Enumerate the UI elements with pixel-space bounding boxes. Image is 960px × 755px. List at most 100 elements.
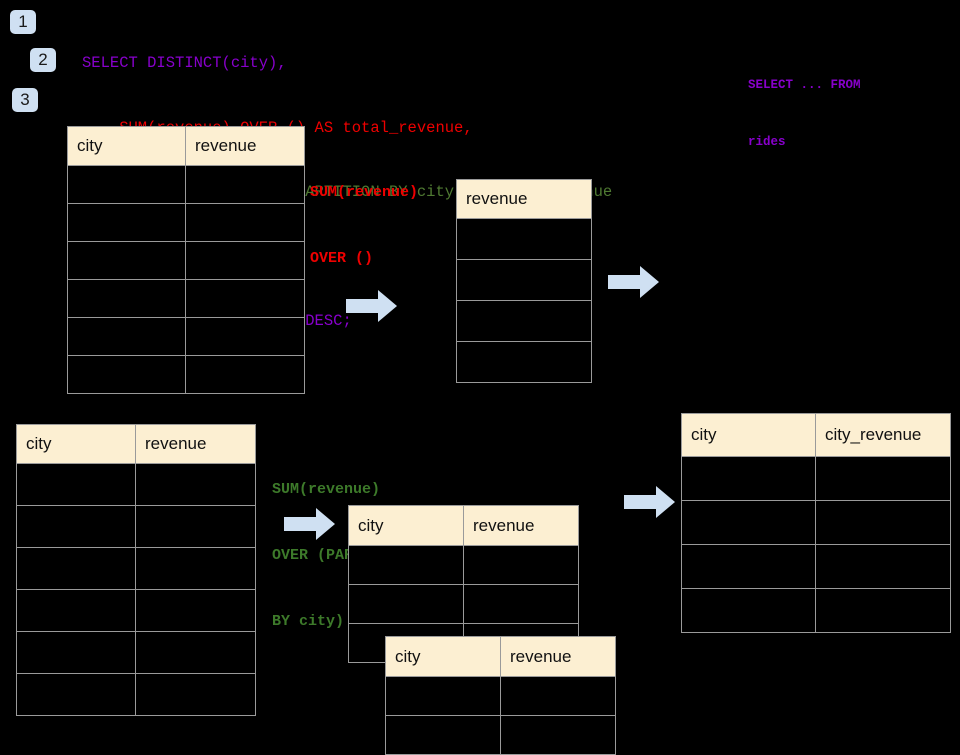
step-badge-1: 1	[10, 10, 36, 34]
diagram-canvas: 1 2 3 SELECT DISTINCT(city), SUM(revenue…	[10, 10, 951, 755]
table-row	[456, 218, 592, 260]
cell-city	[16, 505, 136, 548]
cell-city-revenue	[815, 544, 951, 589]
cell-city	[681, 456, 816, 501]
cell-city-revenue	[815, 500, 951, 545]
cell-city	[16, 631, 136, 674]
arrow-total-to-result	[608, 264, 660, 305]
table-rides-source-top: city revenue	[67, 126, 305, 394]
table-row	[67, 279, 305, 318]
cell-city	[67, 279, 186, 318]
cell-city	[681, 588, 816, 633]
table-row	[67, 355, 305, 394]
table-partition-group-front: city revenue	[385, 636, 616, 755]
table-row	[16, 547, 256, 590]
cell-city	[16, 547, 136, 590]
cell-city	[385, 676, 501, 716]
cell-revenue	[456, 300, 592, 342]
cell-city	[67, 355, 186, 394]
column-header-city: city	[681, 413, 816, 457]
annotation-total-revenue-line-2: OVER ()	[310, 250, 374, 267]
cell-revenue	[135, 463, 256, 506]
side-caption-line-2: rides	[748, 135, 786, 149]
table-header-row: city revenue	[385, 636, 616, 677]
cell-city	[348, 545, 464, 585]
annotation-city-revenue-line-3: BY city)	[272, 613, 345, 630]
cell-revenue	[456, 259, 592, 301]
table-header-row: city revenue	[16, 424, 256, 464]
table-row	[681, 500, 951, 545]
table-row	[456, 341, 592, 383]
table-row	[16, 673, 256, 716]
cell-city	[16, 463, 136, 506]
table-row	[67, 241, 305, 280]
cell-city	[385, 715, 501, 755]
cell-revenue	[500, 676, 616, 716]
cell-revenue	[135, 505, 256, 548]
cell-revenue	[456, 218, 592, 260]
cell-revenue	[463, 584, 579, 624]
column-header-city: city	[385, 636, 501, 677]
cell-revenue	[185, 203, 305, 242]
table-row	[681, 456, 951, 501]
arrow-source-to-total	[346, 288, 398, 329]
cell-city	[681, 500, 816, 545]
column-header-city-revenue: city_revenue	[815, 413, 951, 457]
table-row	[67, 203, 305, 242]
column-header-city: city	[67, 126, 186, 166]
cell-revenue	[185, 241, 305, 280]
column-header-revenue: revenue	[500, 636, 616, 677]
cell-city-revenue	[815, 588, 951, 633]
cell-revenue	[135, 673, 256, 716]
cell-revenue	[185, 355, 305, 394]
table-row	[385, 676, 616, 716]
cell-revenue	[135, 589, 256, 632]
table-total-revenue: revenue	[456, 179, 592, 383]
annotation-city-revenue-line-1: SUM(revenue)	[272, 481, 381, 498]
table-header-row: revenue	[456, 179, 592, 219]
column-header-revenue: revenue	[185, 126, 305, 166]
cell-revenue	[135, 547, 256, 590]
table-row	[456, 300, 592, 342]
cell-revenue	[185, 279, 305, 318]
column-header-city: city	[16, 424, 136, 464]
table-rides-source-bottom: city revenue	[16, 424, 256, 716]
table-row	[348, 584, 579, 624]
cell-city	[16, 589, 136, 632]
cell-city	[67, 165, 186, 204]
table-row	[67, 165, 305, 204]
cell-city	[67, 317, 186, 356]
table-row	[16, 631, 256, 674]
table-final-result: city city_revenue	[681, 413, 951, 633]
table-header-row: city revenue	[67, 126, 305, 166]
table-row	[456, 259, 592, 301]
table-header-row: city revenue	[348, 505, 579, 546]
cell-revenue	[456, 341, 592, 383]
cell-revenue	[463, 545, 579, 585]
cell-city	[348, 584, 464, 624]
step-badge-2: 2	[30, 48, 56, 72]
right-arrow-icon	[346, 290, 397, 322]
cell-revenue	[185, 317, 305, 356]
side-caption-line-1: SELECT ... FROM	[748, 78, 861, 92]
right-arrow-icon	[284, 508, 335, 540]
table-row	[16, 463, 256, 506]
side-caption-select-from: SELECT ... FROM rides	[748, 38, 861, 190]
column-header-revenue: revenue	[463, 505, 579, 546]
table-header-row: city city_revenue	[681, 413, 951, 457]
cell-city	[16, 673, 136, 716]
column-header-revenue: revenue	[135, 424, 256, 464]
right-arrow-icon	[608, 266, 659, 298]
cell-city	[67, 241, 186, 280]
sql-line-select: SELECT DISTINCT(city),	[82, 54, 287, 72]
cell-revenue	[500, 715, 616, 755]
annotation-total-revenue-line-1: SUM(revenue)	[310, 184, 419, 201]
annotation-city-revenue: SUM(revenue) OVER (PARTITION BY city)	[272, 435, 407, 677]
cell-revenue	[135, 631, 256, 674]
column-header-revenue: revenue	[456, 179, 592, 219]
table-row	[681, 588, 951, 633]
annotation-total-revenue: SUM(revenue) OVER ()	[310, 138, 418, 314]
table-row	[67, 317, 305, 356]
table-row	[681, 544, 951, 589]
arrow-partition-to-result	[624, 484, 676, 525]
